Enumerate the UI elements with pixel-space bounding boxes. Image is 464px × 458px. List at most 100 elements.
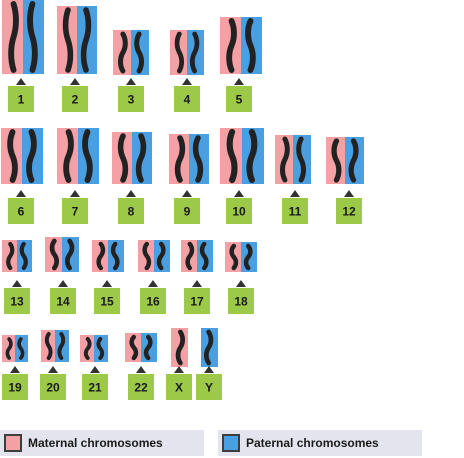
pair-label-6: 6 xyxy=(18,205,25,219)
paternal-chromatid-16 xyxy=(156,241,166,271)
pointer-13 xyxy=(12,280,22,287)
maternal-chromatid-19 xyxy=(5,337,13,360)
label-box-3 xyxy=(118,86,144,112)
chromosome-pair-17: 17 xyxy=(181,240,213,314)
pointer-x xyxy=(174,366,184,373)
label-box-17 xyxy=(184,288,210,314)
chromosome-pair-22: 22 xyxy=(125,333,157,400)
chromosome-pair-18: 18 xyxy=(225,242,257,314)
paternal-swatch xyxy=(222,434,240,452)
label-box-15 xyxy=(94,288,120,314)
maternal-chromatid-22 xyxy=(129,334,139,361)
pair-label-17: 17 xyxy=(190,295,204,309)
chromosome-pair-11: 11 xyxy=(275,135,311,224)
label-box-4 xyxy=(174,86,200,112)
label-box-21 xyxy=(82,374,108,400)
pointer-22 xyxy=(136,366,146,373)
paternal-chromatid-4 xyxy=(189,31,200,74)
chromosome-pair-10: 10 xyxy=(220,128,264,224)
label-box-20 xyxy=(40,374,66,400)
pair-label-9: 9 xyxy=(184,205,191,219)
pair-label-21: 21 xyxy=(88,381,102,395)
pointer-10 xyxy=(234,190,244,197)
chromosome-pair-19: 19 xyxy=(2,335,28,400)
chromosome-pair-x: X xyxy=(166,328,192,400)
maternal-chromatid-1 xyxy=(8,1,19,73)
label-box-5 xyxy=(226,86,252,112)
pointer-2 xyxy=(70,78,80,85)
label-box-6 xyxy=(8,198,34,224)
pair-label-20: 20 xyxy=(46,381,60,395)
chromosome-pair-1: 1 xyxy=(2,0,44,112)
legend-paternal-label: Paternal chromosomes xyxy=(246,436,379,450)
paternal-chromatid-21 xyxy=(96,337,105,360)
label-box-2 xyxy=(62,86,88,112)
paternal-chromatid-1 xyxy=(27,1,38,73)
pointer-7 xyxy=(70,190,80,197)
chromosome-pair-15: 15 xyxy=(92,240,124,314)
legend-paternal: Paternal chromosomes xyxy=(218,430,422,456)
paternal-chromatid-13 xyxy=(19,241,28,271)
pair-label-18: 18 xyxy=(234,295,248,309)
pointer-11 xyxy=(290,190,300,197)
paternal-chromatid-9 xyxy=(192,135,204,183)
pair-label-1: 1 xyxy=(18,93,25,107)
chromosome-pair-9: 9 xyxy=(169,134,209,224)
paternal-chromatid-19 xyxy=(17,337,25,360)
maternal-chromatid-2 xyxy=(62,7,74,73)
label-box-18 xyxy=(228,288,254,314)
pointer-12 xyxy=(344,190,354,197)
label-box-10 xyxy=(226,198,252,224)
pointer-9 xyxy=(182,190,192,197)
maternal-swatch xyxy=(4,434,22,452)
pair-label-x: X xyxy=(175,381,183,395)
label-box-12 xyxy=(336,198,362,224)
chromosome-pair-6: 6 xyxy=(1,128,43,224)
maternal-chromatid-9 xyxy=(174,135,186,183)
pointer-6 xyxy=(16,190,26,197)
pair-label-12: 12 xyxy=(342,205,356,219)
pointer-21 xyxy=(90,366,100,373)
chromosome-pair-16: 16 xyxy=(138,240,170,314)
maternal-chromatid-6 xyxy=(7,129,18,183)
chromosome-pair-4: 4 xyxy=(170,30,204,112)
pair-label-5: 5 xyxy=(236,93,243,107)
chromosome-pair-20: 20 xyxy=(40,330,69,400)
paternal-chromatid-3 xyxy=(134,31,145,74)
paternal-chromatid-10 xyxy=(246,128,258,184)
paternal-chromatid-6 xyxy=(26,129,37,183)
paternal-chromatid-22 xyxy=(143,334,153,361)
pointer-16 xyxy=(148,280,158,287)
pointer-5 xyxy=(234,78,244,85)
pointer-15 xyxy=(102,280,112,287)
paternal-chromatid-17 xyxy=(199,241,209,271)
paternal-chromatid-2 xyxy=(80,7,92,73)
paternal-chromatid-12 xyxy=(348,138,359,183)
pair-label-14: 14 xyxy=(56,295,70,309)
label-box-x xyxy=(166,374,192,400)
chromosome-pair-21: 21 xyxy=(80,335,108,400)
pointer-17 xyxy=(192,280,202,287)
pair-label-13: 13 xyxy=(10,295,24,309)
maternal-chromatid-16 xyxy=(142,241,152,271)
pair-label-15: 15 xyxy=(100,295,114,309)
paternal-chromatid-8 xyxy=(135,133,147,183)
paternal-chromatid-y xyxy=(203,329,214,366)
label-box-14 xyxy=(50,288,76,314)
pair-label-7: 7 xyxy=(72,205,79,219)
maternal-chromatid-14 xyxy=(49,238,60,271)
maternal-chromatid-20 xyxy=(44,332,53,360)
chromosome-pair-8: 8 xyxy=(112,132,152,224)
pair-label-2: 2 xyxy=(72,93,79,107)
label-box-16 xyxy=(140,288,166,314)
maternal-chromatid-13 xyxy=(6,241,15,271)
maternal-chromatid-4 xyxy=(174,31,185,74)
paternal-chromatid-14 xyxy=(64,238,75,271)
chromosome-pair-5: 5 xyxy=(220,17,262,112)
maternal-chromatid-x xyxy=(175,329,186,366)
maternal-chromatid-7 xyxy=(63,129,74,183)
pointer-y xyxy=(204,366,214,373)
chromosome-pair-13: 13 xyxy=(2,240,32,314)
pair-label-4: 4 xyxy=(184,93,191,107)
